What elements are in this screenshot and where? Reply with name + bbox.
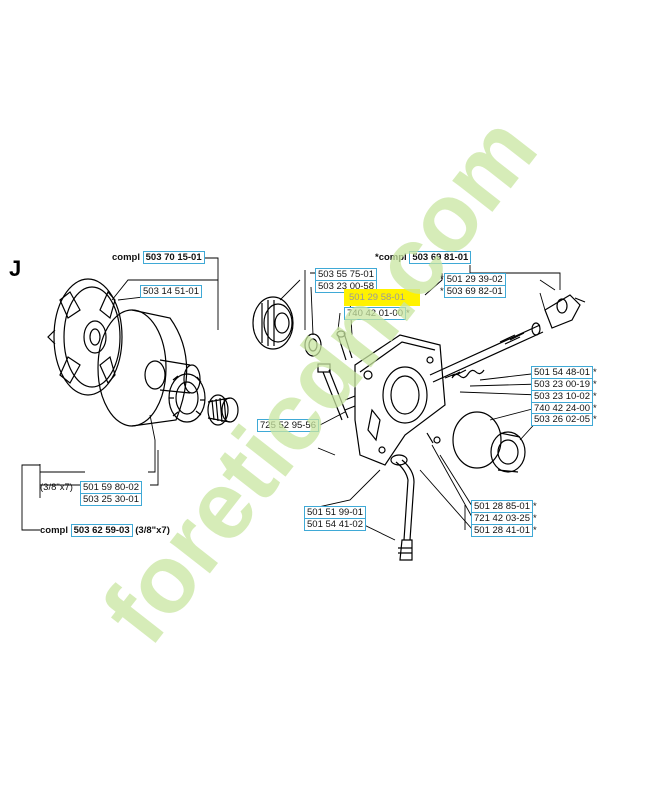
asterisk: * <box>440 286 444 297</box>
small-pins-drawing <box>426 432 441 444</box>
part-number: 501 51 99-01 <box>304 506 366 519</box>
seal-ring-drawing <box>490 431 526 473</box>
bottom-part-2-label: 721 42 03-25* <box>471 512 537 525</box>
asterisk: * <box>593 414 597 425</box>
hose-part-2-label: 501 54 41-02 <box>304 518 366 531</box>
drum-part-2-label: 503 25 30-01 <box>80 493 142 506</box>
asterisk: * <box>593 367 597 378</box>
worm-gear-drawing <box>544 294 586 329</box>
part-number: 503 70 15-01 <box>142 251 205 264</box>
spring-drawing <box>451 369 485 379</box>
part-number: 501 28 41-01 <box>471 524 533 537</box>
part-number: 503 69 81-01 <box>409 251 472 264</box>
part-number: 501 28 85-01 <box>471 500 533 513</box>
left-part-4-label: 740 42 01-00* <box>344 307 410 320</box>
part-number: 503 25 30-01 <box>80 493 142 506</box>
part-number: 503 26 02-05 <box>531 413 593 426</box>
rim-sprocket-drawing <box>168 373 206 423</box>
compl-prefix: *compl <box>375 252 407 263</box>
clutch-drum-drawing <box>97 309 201 427</box>
part-number: 501 54 48-01 <box>531 366 593 379</box>
part-number: 503 69 82-01 <box>443 285 506 298</box>
part-number: 503 23 00-19 <box>531 378 593 391</box>
asterisk: * <box>593 379 597 390</box>
part-number: 503 55 75-01 <box>315 268 377 281</box>
left-part-3-highlighted-label: 501 29 58-01 <box>344 289 420 306</box>
left-part-1-label: 503 55 75-01 <box>315 268 377 281</box>
clutch-shoes-drawing <box>47 278 123 396</box>
part-number: 503 62 59-03 <box>70 524 133 537</box>
compl-prefix: compl <box>40 525 68 536</box>
right-part-7-label: 503 26 02-05* <box>531 413 597 426</box>
part-number: 501 59 80-02 <box>80 481 142 494</box>
asterisk: * <box>440 274 444 285</box>
asterisk: * <box>533 501 537 512</box>
right-part-4-label: 503 23 00-19* <box>531 378 597 391</box>
part-number: 725 52 95-56 <box>257 419 319 432</box>
asterisk: * <box>593 403 597 414</box>
pump-housing-drawing <box>344 334 446 466</box>
needle-bearing-drawing <box>207 394 239 426</box>
part-number: 501 29 58-01 <box>344 289 420 306</box>
clutch-part-1-label: 503 14 51-01 <box>140 285 202 298</box>
pump-leader-lines <box>279 265 561 541</box>
hose-part-1-label: 501 51 99-01 <box>304 506 366 519</box>
drum-part-1-label: 501 59 80-02 <box>80 481 142 494</box>
washer-stack-drawing <box>252 296 294 350</box>
right-part-3-label: 501 54 48-01* <box>531 366 597 379</box>
washer-drawing <box>304 333 322 357</box>
part-number: 721 42 03-25 <box>471 512 533 525</box>
screw-label: 725 52 95-56 <box>257 419 319 432</box>
right-part-1-label: *501 29 39-02 <box>440 273 506 286</box>
o-ring-drawing <box>452 411 502 469</box>
asterisk: * <box>593 391 597 402</box>
compl-prefix: compl <box>112 252 140 263</box>
section-letter: J <box>9 256 22 281</box>
pump-compl-label: *compl 503 69 81-01 <box>375 251 472 264</box>
part-number: 740 42 01-00 <box>344 307 406 320</box>
part-number: 740 42 24-00 <box>531 402 593 415</box>
size-spec: (3/8"x7) <box>135 525 170 536</box>
right-part-2-label: *503 69 82-01 <box>440 285 506 298</box>
right-part-6-label: 740 42 24-00* <box>531 402 597 415</box>
part-number: 503 14 51-01 <box>140 285 202 298</box>
part-number: 501 54 41-02 <box>304 518 366 531</box>
asterisk: * <box>406 308 410 319</box>
bottom-part-1-label: 501 28 85-01* <box>471 500 537 513</box>
asterisk: * <box>533 513 537 524</box>
asterisk: * <box>533 525 537 536</box>
pin-drawing <box>336 330 353 361</box>
bottom-part-3-label: 501 28 41-01* <box>471 524 537 537</box>
clutch-compl-label: compl 503 70 15-01 <box>112 251 205 264</box>
screw-drawing <box>317 363 349 421</box>
right-part-5-label: 503 23 10-02* <box>531 390 597 403</box>
drum-size-label: (3/8"x7) <box>40 482 73 493</box>
bottom-compl-label: compl 503 62 59-03 (3/8"x7) <box>40 524 170 537</box>
size-spec: (3/8"x7) <box>40 482 73 493</box>
part-number: 501 29 39-02 <box>443 273 506 286</box>
oil-hose-drawing <box>390 454 415 561</box>
part-number: 503 23 10-02 <box>531 390 593 403</box>
pump-shaft-drawing <box>429 322 544 383</box>
